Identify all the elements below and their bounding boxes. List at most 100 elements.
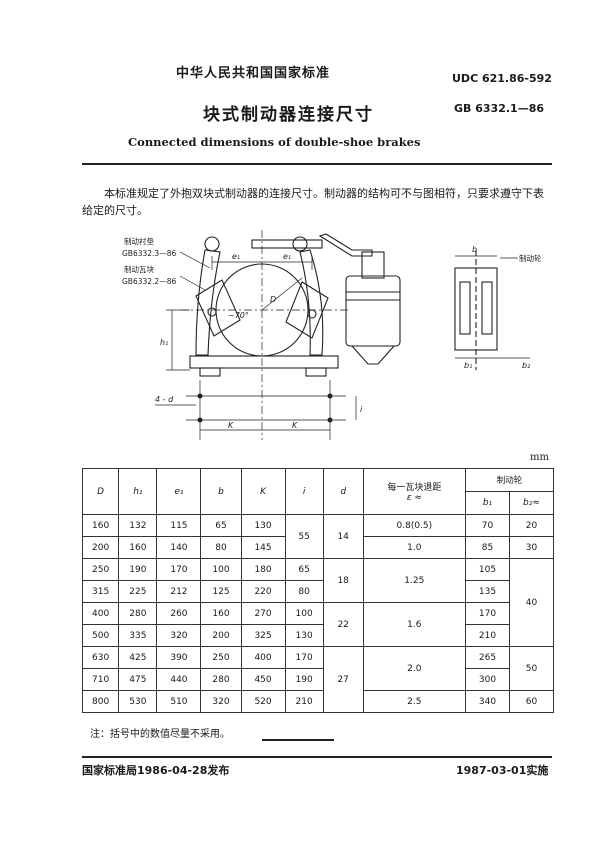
- cell-D: 160: [81, 514, 120, 537]
- cell-K: 180: [240, 558, 286, 581]
- dim-k-right: K: [292, 421, 298, 430]
- cell-D: 710: [81, 668, 120, 691]
- cell-d: 18: [322, 558, 364, 603]
- left-brake-arm: [195, 249, 221, 356]
- cell-b: 80: [200, 536, 242, 559]
- cell-b: 65: [200, 514, 242, 537]
- cell-K: 220: [240, 580, 286, 603]
- pin-top-mid: [292, 236, 308, 252]
- end-rule: [262, 739, 334, 741]
- issuing-body: 中华人民共和国国家标准: [176, 66, 331, 81]
- side-shoe-left: [459, 281, 471, 335]
- cell-e1: 260: [156, 602, 202, 625]
- cell-e1: 140: [156, 536, 202, 559]
- cell-D: 630: [81, 646, 120, 669]
- label-wheel: 制动轮: [519, 253, 542, 263]
- th-i: i: [284, 468, 324, 515]
- header-rule: [82, 163, 552, 165]
- standard-number: GB 6332.1—86: [454, 102, 544, 115]
- cell-i: 130: [284, 624, 324, 647]
- right-brake-shoe: [285, 281, 329, 339]
- th-e1: e₁: [156, 468, 202, 515]
- cell-e1: 440: [156, 668, 202, 691]
- cell-b2: 30: [508, 536, 555, 559]
- cell-b: 100: [200, 558, 242, 581]
- dim-i: i: [360, 405, 363, 414]
- cell-d: 14: [322, 514, 364, 559]
- th-epsilon: 每一瓦块退距 ε ≈: [362, 468, 467, 515]
- base-plate: [189, 355, 339, 369]
- dim-h1: h₁: [160, 338, 168, 347]
- cell-epsilon: 1.6: [362, 602, 467, 647]
- table-row: 250 190 170 100 180 65 18 1.25 105 40: [81, 558, 555, 647]
- pin-top-left: [204, 236, 220, 252]
- effective-date: 1987-03-01实施: [456, 764, 549, 777]
- cell-h1: 132: [118, 514, 158, 537]
- cell-b1: 170: [465, 602, 510, 625]
- cell-i: 190: [284, 668, 324, 691]
- right-foot: [305, 367, 327, 377]
- cell-i: 210: [284, 690, 324, 713]
- cell-h1: 280: [118, 602, 158, 625]
- dimensions-table: D h₁ e₁ b K i d 每一瓦块退距 ε ≈ 制动轮 b₁ b₂≈ 16…: [81, 468, 555, 713]
- cell-e1: 170: [156, 558, 202, 581]
- cell-d: 27: [322, 646, 364, 713]
- th-wheel: 制动轮: [465, 468, 554, 492]
- cell-K: 130: [240, 514, 286, 537]
- cell-D: 800: [81, 690, 120, 713]
- cell-b2: 60: [508, 690, 555, 713]
- table-row: 400 280 260 160 270 100 22 1.6 170: [81, 602, 554, 647]
- left-brake-shoe: [195, 279, 241, 337]
- cell-K: 400: [240, 646, 286, 669]
- cell-epsilon: 1.0: [362, 536, 467, 559]
- lever-arm: [318, 233, 373, 257]
- th-h1: h₁: [118, 468, 158, 515]
- side-shoe-right: [481, 281, 493, 335]
- dim-b2: b₂: [522, 361, 531, 370]
- th-epsilon-symbol: ε ≈: [406, 493, 422, 503]
- cell-K: 520: [240, 690, 286, 713]
- table-row: 710 475 440 280 450 190 300: [81, 668, 554, 691]
- cell-b: 125: [200, 580, 242, 603]
- cell-b1: 85: [465, 536, 510, 559]
- cell-K: 450: [240, 668, 286, 691]
- dim-angle: ~70°: [228, 311, 249, 320]
- cell-D: 315: [81, 580, 120, 603]
- label-shoe-std: GB6332.2—86: [122, 277, 176, 286]
- footer-rule: [82, 756, 552, 758]
- cell-b1: 265: [465, 646, 510, 669]
- left-shoe-pin: [207, 307, 217, 317]
- cell-b1: 340: [465, 690, 510, 713]
- document-title: 块式制动器连接尺寸: [203, 105, 374, 125]
- dim-b: b: [472, 245, 477, 254]
- label-lining-std: GB6332.3—86: [122, 249, 176, 258]
- cell-h1: 530: [118, 690, 158, 713]
- udc-code: UDC 621.86-592: [452, 72, 552, 85]
- th-b: b: [200, 468, 242, 515]
- cell-i: 170: [284, 646, 324, 669]
- brake-drawing: 制动衬垫 GB6332.3—86 制动瓦块 GB6332.2—86 制动轮 e₁…: [122, 230, 542, 440]
- cell-b: 160: [200, 602, 242, 625]
- th-K: K: [240, 468, 286, 515]
- table-row: 160 132 115 65 130 55 14 0.8(0.5) 70 20: [81, 514, 555, 559]
- cell-epsilon: 2.0: [362, 646, 467, 691]
- cell-i: 100: [284, 602, 324, 625]
- cell-b: 250: [200, 646, 242, 669]
- cell-D: 500: [81, 624, 120, 647]
- issue-date: 国家标准局1986-04-28发布: [82, 764, 230, 777]
- cell-D: 400: [81, 602, 120, 625]
- cell-h1: 160: [118, 536, 158, 559]
- th-b1: b₁: [465, 491, 510, 515]
- cell-h1: 335: [118, 624, 158, 647]
- label-lining: 制动衬垫: [124, 236, 154, 246]
- table-row: 630 425 390 250 400 170 27 2.0 265 50: [81, 646, 555, 713]
- left-foot: [199, 367, 221, 377]
- cell-i: 65: [284, 558, 324, 581]
- cell-K: 270: [240, 602, 286, 625]
- th-b2: b₂≈: [508, 491, 555, 515]
- dim-k-left: K: [228, 421, 234, 430]
- cell-K: 325: [240, 624, 286, 647]
- cell-b2: 50: [508, 646, 555, 691]
- cell-epsilon: 2.5: [362, 690, 467, 713]
- th-epsilon-label: 每一瓦块退距: [387, 483, 442, 493]
